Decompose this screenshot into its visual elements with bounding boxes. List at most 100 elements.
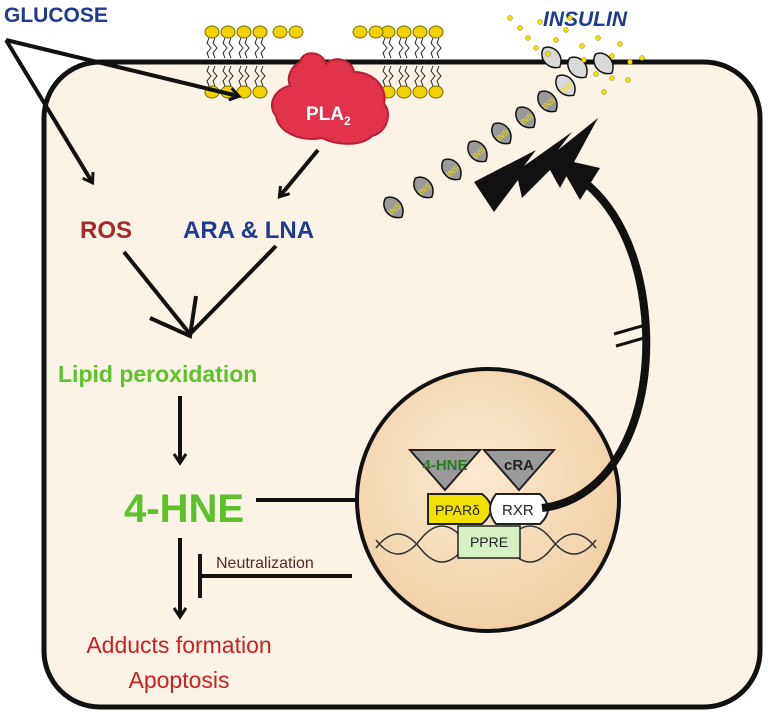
- ppar-label: PPARδ: [435, 502, 480, 518]
- lipid-head: [204, 25, 220, 39]
- lipid-tail: [420, 37, 426, 59]
- lipid-head: [252, 25, 268, 39]
- lipid-tail: [436, 37, 442, 59]
- insulin-granule: [507, 15, 513, 21]
- converging-arrows: [122, 244, 278, 339]
- lipid-head: [412, 85, 428, 99]
- lipid-tail: [388, 37, 394, 59]
- lipid-head: [428, 85, 444, 99]
- insulin-granule: [595, 35, 601, 41]
- insulin-granule: [525, 35, 531, 41]
- lipid-tail: [228, 37, 234, 59]
- insulin-granule: [545, 51, 551, 57]
- lipid-tail: [388, 65, 394, 87]
- lipid-tail: [206, 65, 212, 87]
- hne-ligand-label: 4-HNE: [422, 457, 467, 474]
- lipid-tail: [254, 65, 260, 87]
- lipid-head: [368, 25, 384, 39]
- insulin-vesicle: [593, 52, 614, 75]
- lipid-tail: [228, 65, 234, 87]
- lipid-tail: [404, 37, 410, 59]
- insulin-granule: [553, 37, 559, 43]
- insulin-granule: [533, 45, 539, 51]
- lipid-tail: [238, 37, 244, 59]
- glucose-label: GLUCOSE: [4, 4, 108, 27]
- insulin-granule: [639, 55, 645, 61]
- ros-label: ROS: [80, 217, 132, 244]
- adducts-formation-label: Adducts formation: [86, 632, 271, 658]
- lipid-tail: [244, 65, 250, 87]
- lipid-bilayer: [204, 25, 444, 99]
- lipid-head: [428, 25, 444, 39]
- apoptosis-label: Apoptosis: [128, 667, 229, 693]
- svg-text:PLA2: PLA2: [306, 104, 351, 128]
- lipid-tail: [222, 65, 228, 87]
- insulin-granule: [567, 15, 573, 21]
- lipid-peroxidation-label: Lipid peroxidation: [58, 361, 257, 387]
- insulin-granule: [617, 41, 623, 47]
- lipid-head: [396, 85, 412, 99]
- cra-ligand-label: cRA: [504, 457, 534, 474]
- insulin-vesicle: INS: [467, 140, 488, 163]
- lipid-tail: [260, 65, 266, 87]
- pla2-label: PLA: [306, 104, 344, 125]
- insulin-granule: [581, 57, 587, 63]
- insulin-vesicle: INS: [413, 176, 434, 199]
- hne-main-label: 4-HNE: [124, 487, 244, 531]
- neutralization-label: Neutralization: [216, 555, 314, 572]
- lipid-tail: [420, 65, 426, 87]
- lipid-tail: [212, 65, 218, 87]
- lipid-tail: [254, 37, 260, 59]
- insulin-vesicle: INS: [441, 158, 462, 181]
- insulin-vesicle: INS: [555, 74, 576, 97]
- lipid-tail: [414, 37, 420, 59]
- rxr-label: RXR: [502, 502, 534, 519]
- lipid-tail: [404, 65, 410, 87]
- insulin-granule: [579, 43, 585, 49]
- glucose-arrows: [4, 38, 238, 182]
- lipid-head: [396, 25, 412, 39]
- lipid-tail: [414, 65, 420, 87]
- insulin-granule: [609, 75, 615, 81]
- insulin-vesicle: INS: [515, 106, 536, 129]
- lipid-tail: [382, 65, 388, 87]
- insulin-granule: [593, 71, 599, 77]
- lipid-tail: [244, 37, 250, 59]
- lipid-tail: [430, 37, 436, 59]
- lipid-tail: [436, 65, 442, 87]
- insulin-granule: [609, 53, 615, 59]
- lipid-head: [272, 25, 288, 39]
- lipid-head: [288, 25, 304, 39]
- pla2-subscript: 2: [344, 114, 351, 128]
- insulin-granule: [517, 25, 523, 31]
- insulin-granule: [601, 89, 607, 95]
- lipid-head: [252, 85, 268, 99]
- neutralization-inhibition: [198, 554, 352, 598]
- insulin-granule: [627, 59, 633, 65]
- pla2-to-ara-arrow: [280, 148, 320, 196]
- insulin-vesicle: [567, 56, 588, 79]
- lipid-tail: [212, 37, 218, 59]
- insulin-granule: [625, 77, 631, 83]
- insulin-vesicle: INS: [537, 90, 558, 113]
- lipid-tail: [206, 37, 212, 59]
- lipid-head: [236, 25, 252, 39]
- lipid-head: [352, 25, 368, 39]
- lipid-tail: [260, 37, 266, 59]
- lipid-tail: [430, 65, 436, 87]
- ppre-label: PPRE: [470, 534, 508, 550]
- lipid-head: [412, 25, 428, 39]
- insulin-granules: [507, 15, 645, 95]
- insulin-granule: [537, 19, 543, 25]
- lipid-head: [236, 85, 252, 99]
- lipid-tail: [382, 37, 388, 59]
- pla2-enzyme: PLA2: [271, 52, 389, 145]
- nucleus: 4-HNE cRA PPARδ RXR PPRE: [355, 367, 621, 633]
- secretion-lightning: [474, 118, 598, 212]
- insulin-granule: [563, 27, 569, 33]
- lipid-tail: [222, 37, 228, 59]
- insulin-vesicle: INS: [383, 196, 404, 219]
- insulin-vesicle: INS: [491, 122, 512, 145]
